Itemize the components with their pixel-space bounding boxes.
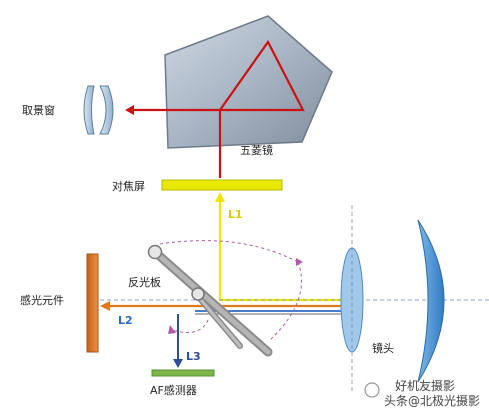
af-sensor-label: AF感测器 bbox=[150, 384, 197, 397]
l3-arrow-icon bbox=[173, 359, 183, 368]
af-sensor bbox=[151, 369, 215, 377]
viewfinder-eyepiece bbox=[83, 85, 114, 135]
pentaprism bbox=[164, 15, 333, 149]
l2-ray bbox=[108, 304, 355, 315]
focusing-screen bbox=[161, 179, 283, 191]
image-sensor bbox=[86, 253, 99, 353]
l3-label: L3 bbox=[186, 350, 201, 363]
l1-arrow-icon bbox=[215, 192, 225, 202]
reflex-mirror-label: 反光板 bbox=[128, 275, 161, 289]
focusing-screen-label: 对焦屏 bbox=[112, 179, 145, 193]
swing-arrow-icon bbox=[296, 258, 303, 266]
l1-label: L1 bbox=[228, 208, 243, 221]
watermark-line1: 头条@北极光摄影 bbox=[384, 393, 480, 408]
l2-arrow-icon bbox=[100, 301, 110, 311]
viewfinder-arrow-icon bbox=[125, 105, 134, 115]
mirror-swing-arcs bbox=[159, 240, 302, 341]
viewfinder-label: 取景窗 bbox=[22, 103, 55, 117]
swing-arrow-icon bbox=[168, 325, 176, 334]
lens-label: 镜头 bbox=[372, 341, 394, 355]
lens-front-element bbox=[417, 219, 445, 383]
watermark-line2: 好机友摄影 bbox=[395, 378, 455, 393]
l2-label: L2 bbox=[118, 314, 133, 327]
pentaprism-label: 五菱镜 bbox=[240, 143, 273, 157]
reflex-mirror bbox=[147, 244, 273, 357]
secondary-mirror bbox=[191, 287, 243, 349]
viewfinder-ray bbox=[130, 39, 305, 178]
image-sensor-label: 感光元件 bbox=[20, 293, 64, 307]
watermark: 好机友摄影 头条@北极光摄影 bbox=[364, 378, 480, 408]
